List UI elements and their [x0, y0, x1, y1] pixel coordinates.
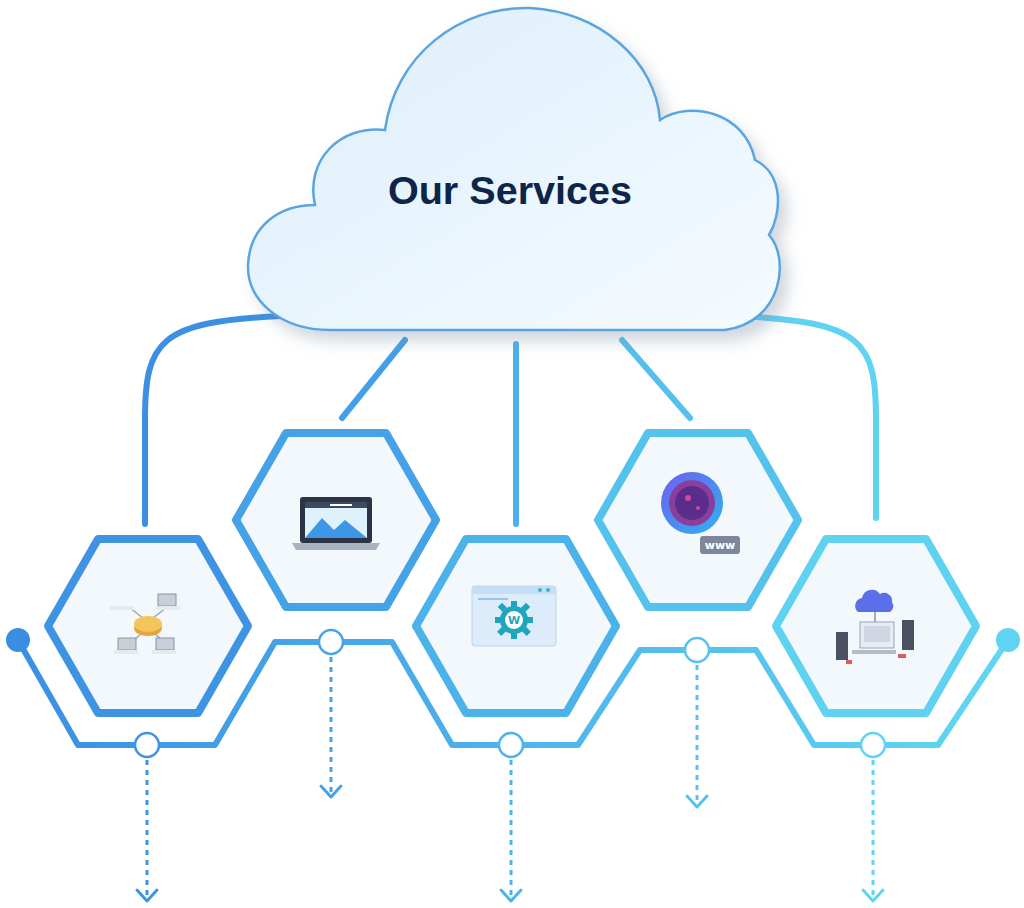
domain-icon: [661, 472, 740, 554]
web-design-icon: [292, 497, 380, 550]
hexagons: [48, 433, 976, 713]
icon-label: www: [705, 540, 736, 551]
end-dot: [996, 628, 1020, 652]
cloud-title: Our Services: [245, 168, 775, 213]
cloud-server-icon: [836, 590, 914, 664]
cloud-node: Our Services: [245, 0, 775, 340]
end-dot: [6, 628, 30, 652]
arrow-heads: [137, 786, 883, 901]
icon-label: W: [508, 615, 520, 626]
wordpress-icon: [472, 586, 556, 646]
network-icon: [0, 594, 180, 654]
